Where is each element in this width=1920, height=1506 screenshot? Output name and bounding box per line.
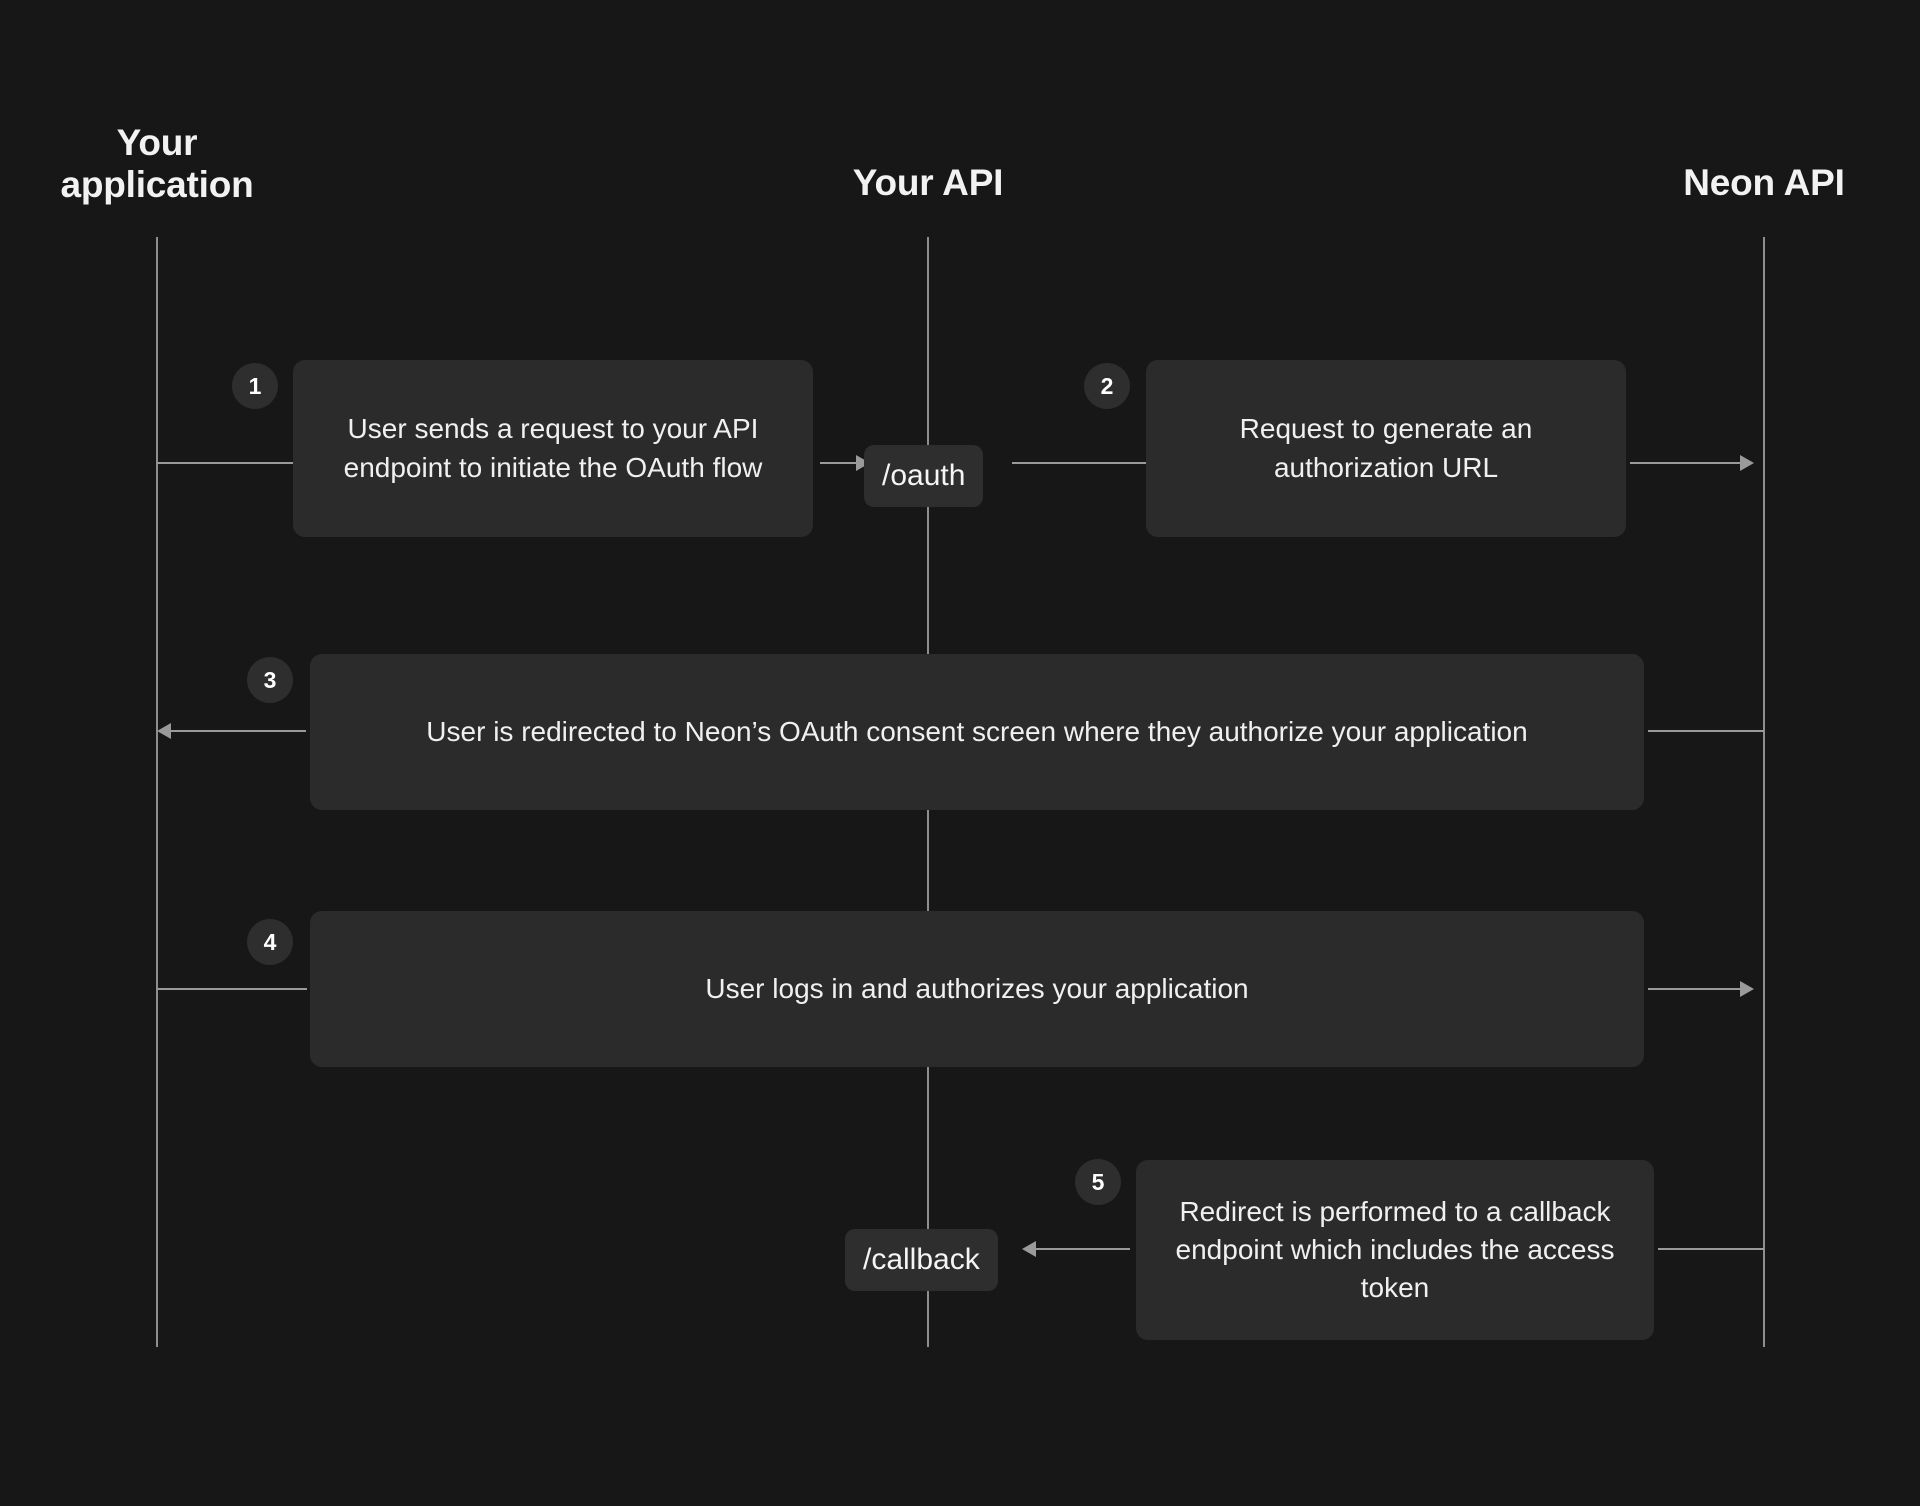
arrow-head-step-4 [1740,981,1754,997]
arrow-step-1-to-oauth [820,462,858,464]
lifeline-neon-api [1763,237,1765,1347]
arrow-step-5-to-callback [1030,1248,1130,1250]
endpoint-pill-callback: /callback [845,1229,998,1291]
arrow-head-step-5 [1022,1241,1036,1257]
message-box-step-2: Request to generate an authorization URL [1146,360,1626,537]
step-badge-5: 5 [1075,1159,1121,1205]
arrow-step-3-to-application [170,730,306,732]
message-text-step-3: User is redirected to Neon’s OAuth conse… [426,715,1528,747]
message-box-step-1: User sends a request to your API endpoin… [293,360,813,537]
step-badge-4: 4 [247,919,293,965]
lifeline-your-application [156,237,158,1347]
participant-label-your-api: Your API [852,162,1004,203]
participant-label-neon-api: Neon API [1683,162,1845,203]
message-text-step-1: User sends a request to your API endpoin… [343,413,763,483]
message-box-step-3: User is redirected to Neon’s OAuth conse… [310,654,1644,810]
message-text-step-4: User logs in and authorizes your applica… [705,972,1249,1004]
arrow-step-2-to-neon [1630,462,1742,464]
arrow-head-step-3 [157,723,171,739]
arrow-step-4-to-neon [1648,988,1742,990]
arrow-step-4-from-application [157,988,307,990]
message-box-step-5: Redirect is performed to a callback endp… [1136,1160,1654,1340]
step-badge-3: 3 [247,657,293,703]
arrow-head-step-2 [1740,455,1754,471]
step-badge-2: 2 [1084,363,1130,409]
message-box-step-4: User logs in and authorizes your applica… [310,911,1644,1067]
arrow-step-3-from-neon [1648,730,1764,732]
message-text-step-5: Redirect is performed to a callback endp… [1175,1195,1615,1304]
message-text-step-2: Request to generate an authorization URL [1239,413,1533,483]
endpoint-pill-oauth: /oauth [864,445,984,507]
participant-label-your-application: Your application [60,122,254,205]
step-badge-1: 1 [232,363,278,409]
arrow-step-1-from-application [157,462,297,464]
arrow-step-5-from-neon [1658,1248,1764,1250]
arrow-step-2-from-api [1012,462,1152,464]
